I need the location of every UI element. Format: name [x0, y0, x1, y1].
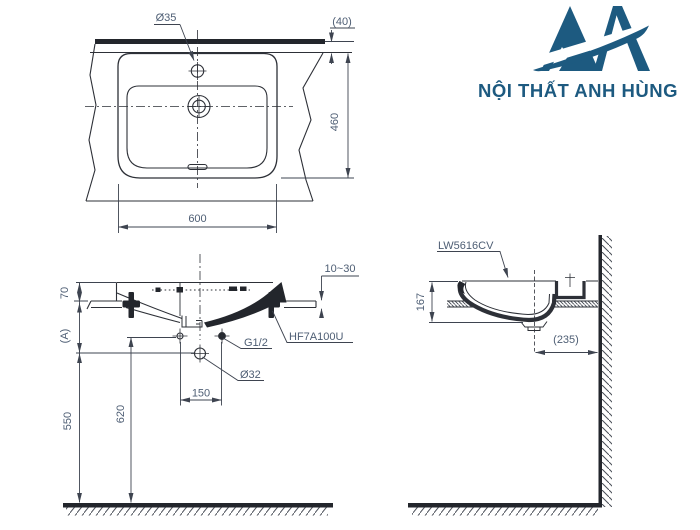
brand-logo: NỘI THẤT ANH HÙNG — [478, 6, 678, 101]
logo-mark-icon — [525, 6, 650, 72]
dim-drain-height-550: 550 — [62, 412, 74, 430]
mounting-bolt-left — [122, 292, 140, 318]
dim-counter-thickness-range: 10~30 — [325, 263, 356, 275]
dim-rim-height-70: 70 — [59, 287, 71, 299]
counter-left-break-line — [85, 43, 97, 202]
brand-name: NỘI THẤT ANH HÙNG — [478, 80, 678, 101]
label-product-model: LW5616CV — [438, 240, 494, 252]
dim-back-gap: (40) — [332, 16, 352, 28]
sink-outer-rim — [117, 52, 278, 179]
floor-line — [63, 503, 333, 508]
dim-bolt-height-620: 620 — [115, 405, 127, 423]
dim-drain-diameter: Ø32 — [240, 369, 261, 381]
floor-line-side — [408, 503, 602, 508]
top-view-dimensions — [118, 24, 355, 233]
label-faucet-model: HF7A100U — [289, 331, 343, 343]
side-view-dimensions — [429, 251, 598, 355]
bowl-fill — [459, 281, 554, 320]
floor-hatch-side — [412, 507, 598, 516]
faucet-centerline-mark — [565, 273, 575, 287]
faucet-deck-section — [554, 281, 586, 300]
bowl-outer-wall — [457, 281, 557, 323]
dim-bowl-depth-167: 167 — [415, 293, 427, 311]
dim-faucet-hole-diameter: Ø35 — [156, 12, 177, 24]
front-view-dimensions — [74, 275, 359, 503]
side-view — [408, 235, 612, 516]
top-view — [85, 30, 352, 202]
supply-hole-left — [172, 328, 188, 344]
counter-back-edge — [95, 39, 325, 44]
drain-outlet — [191, 344, 209, 363]
bowl-interior-slope — [116, 292, 183, 320]
front-view — [63, 254, 333, 516]
dim-ref-a: (A) — [59, 329, 71, 344]
rim-lip-section — [457, 281, 466, 294]
label-supply-thread: G1/2 — [244, 337, 268, 349]
floor-hatch — [66, 507, 328, 516]
supply-hole-right — [214, 328, 230, 344]
dim-drain-to-wall-235: (235) — [553, 334, 579, 346]
sink-inner-basin — [126, 85, 268, 169]
dim-depth-460: 460 — [329, 113, 341, 131]
bowl-inner-wall — [464, 281, 550, 316]
hidden-line-marks — [155, 286, 247, 293]
dim-hole-spacing-150: 150 — [192, 388, 210, 400]
dim-width-600: 600 — [188, 213, 206, 225]
wall-hatch — [602, 236, 612, 507]
drain-fitting-section — [520, 321, 548, 331]
counter-right-break-line — [298, 52, 324, 202]
counter-slab-left — [86, 300, 122, 310]
counter-slab-right — [284, 300, 317, 309]
drain-tailpiece — [179, 282, 203, 328]
wall-line — [598, 235, 602, 507]
